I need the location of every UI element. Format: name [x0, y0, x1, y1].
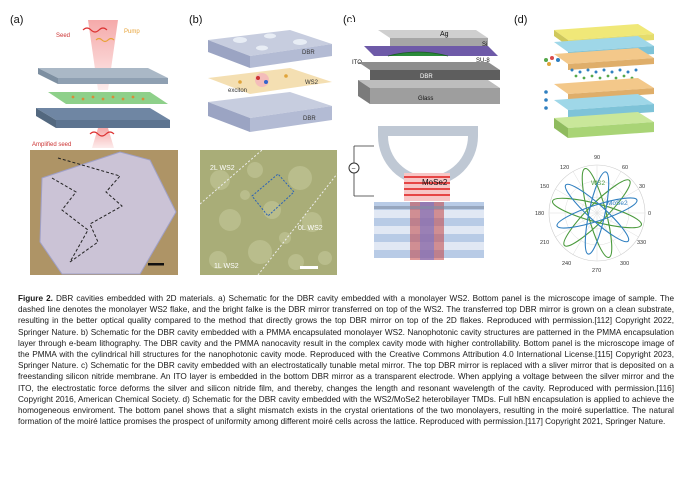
svg-text:180: 180	[535, 211, 544, 217]
seed-label: Seed	[56, 33, 70, 39]
ws2-label: WS2	[305, 80, 319, 86]
svg-text:270: 270	[592, 268, 601, 274]
svg-text:120: 120	[560, 165, 569, 171]
glass-label: Glass	[418, 96, 433, 102]
svg-text:210: 210	[540, 240, 549, 246]
panel-d-label: (d)	[514, 14, 528, 26]
polar-mose2-label: MoSe2	[607, 200, 628, 207]
micro-2l-label: 2L WS2	[210, 165, 235, 172]
dbr-top-label: DBR	[302, 50, 315, 56]
dbr-label: DBR	[420, 74, 433, 80]
svg-text:60: 60	[622, 165, 628, 171]
mose2-label: MoSe2	[422, 178, 448, 187]
svg-text:~: ~	[352, 166, 356, 173]
panel-c-schematic: Ag Si SU-8 ITO DBR Glass	[348, 22, 506, 114]
caption-text: DBR cavities embedded with 2D materials.…	[18, 294, 675, 427]
svg-text:330: 330	[637, 240, 646, 246]
panel-a-label: (a)	[10, 14, 24, 26]
ito-label: ITO	[352, 60, 362, 66]
panel-b-schematic: DBR WS2 exciton DBR	[200, 24, 340, 142]
svg-text:30: 30	[639, 184, 645, 190]
amplified-seed-label: Amplified seed	[32, 142, 71, 148]
micro-1l-label: 1L WS2	[214, 263, 239, 270]
polar-tick-labels: 90 60 30 0 330 300 270 240 210 180 150 1…	[535, 155, 651, 274]
micro-0l-label: 0L WS2	[298, 225, 323, 232]
ag-label: Ag	[440, 31, 449, 38]
caption-lead: Figure 2.	[18, 294, 53, 303]
svg-text:90: 90	[594, 155, 600, 161]
polar-ws2-label: WS2	[591, 180, 605, 187]
panel-b-microscope: 2L WS2 0L WS2 1L WS2	[200, 150, 337, 275]
si-label: Si	[482, 42, 487, 48]
panel-d-schematic	[538, 20, 658, 152]
panel-d-polar-plot: WS2 MoSe2 90 60 30 0 330 300 270 240 210…	[534, 148, 660, 274]
figure-caption: Figure 2. DBR cavities embedded with 2D …	[18, 293, 674, 427]
dbr-bottom-label: DBR	[303, 116, 316, 122]
su8-label: SU-8	[476, 58, 490, 64]
svg-text:0: 0	[648, 211, 651, 217]
svg-text:240: 240	[562, 261, 571, 267]
panel-a-microscope	[30, 150, 178, 275]
pump-label: Pump	[124, 29, 140, 35]
panel-b-label: (b)	[189, 14, 203, 26]
svg-text:300: 300	[620, 261, 629, 267]
exciton-label: exciton	[228, 88, 247, 94]
svg-text:150: 150	[540, 184, 549, 190]
panel-c-cross-section: ~ MoSe2	[344, 118, 504, 278]
panel-a-schematic: Seed Pump Amplified seed	[32, 20, 170, 148]
